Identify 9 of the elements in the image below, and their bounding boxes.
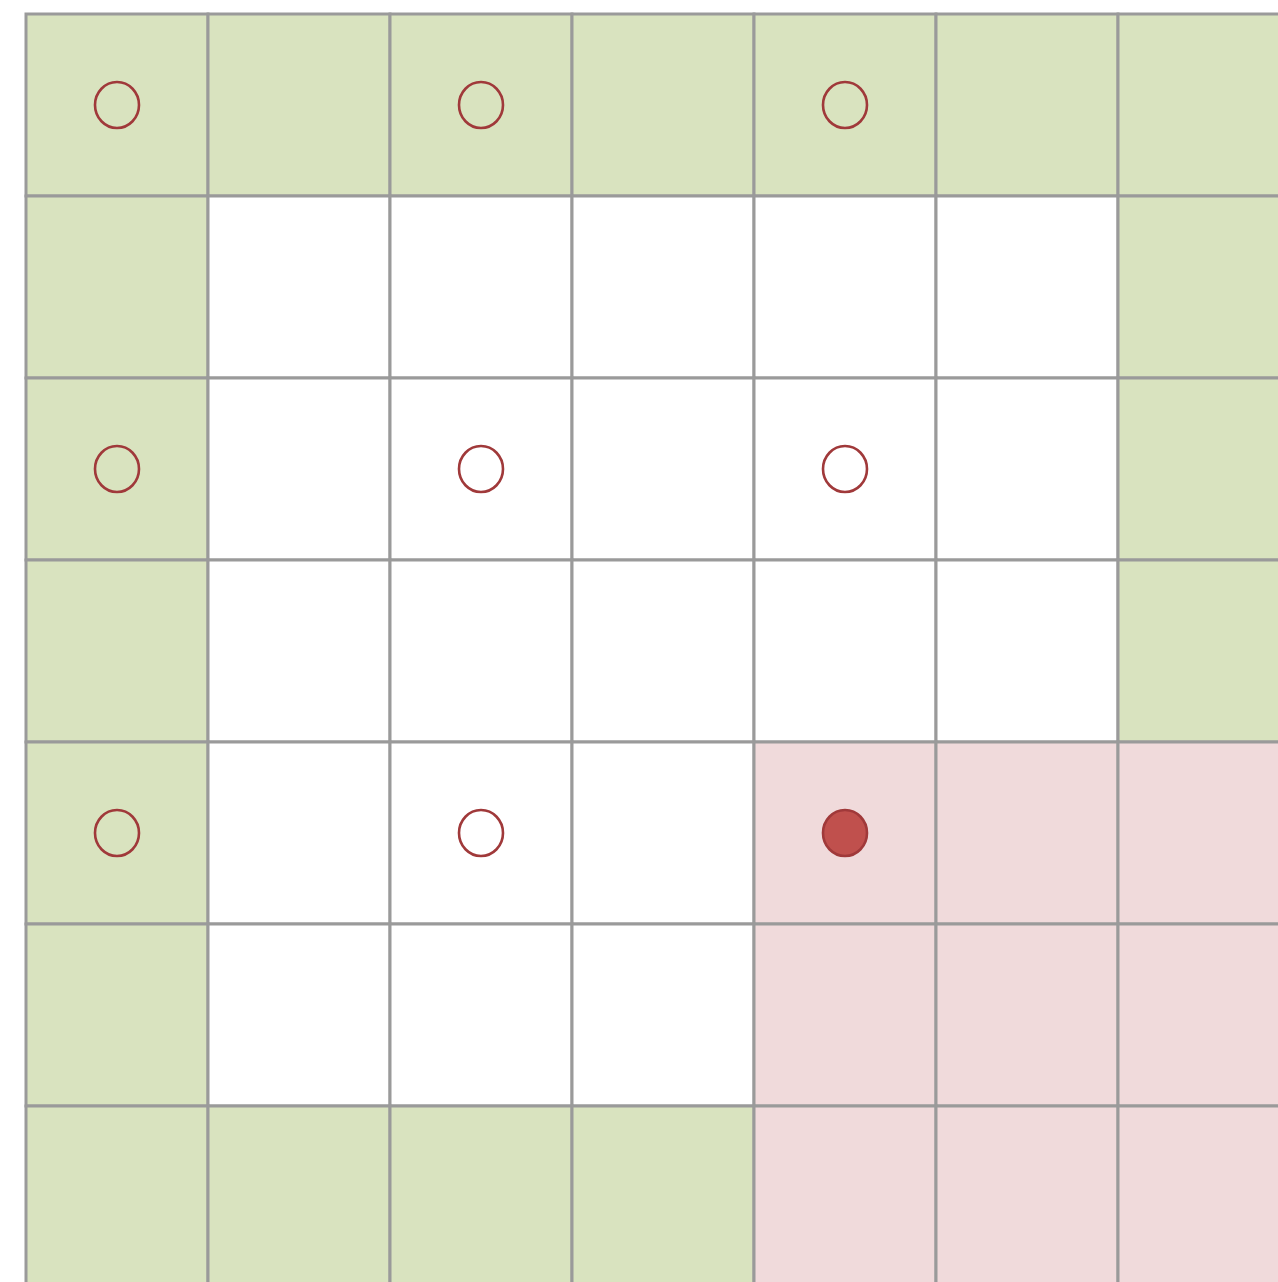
open-circle [92, 808, 142, 858]
filled-circle [820, 808, 870, 858]
open-circle [92, 80, 142, 130]
open-circle [456, 80, 506, 130]
open-circle [820, 444, 870, 494]
open-circle [92, 444, 142, 494]
open-circle [456, 808, 506, 858]
open-circle [456, 444, 506, 494]
open-circle [820, 80, 870, 130]
